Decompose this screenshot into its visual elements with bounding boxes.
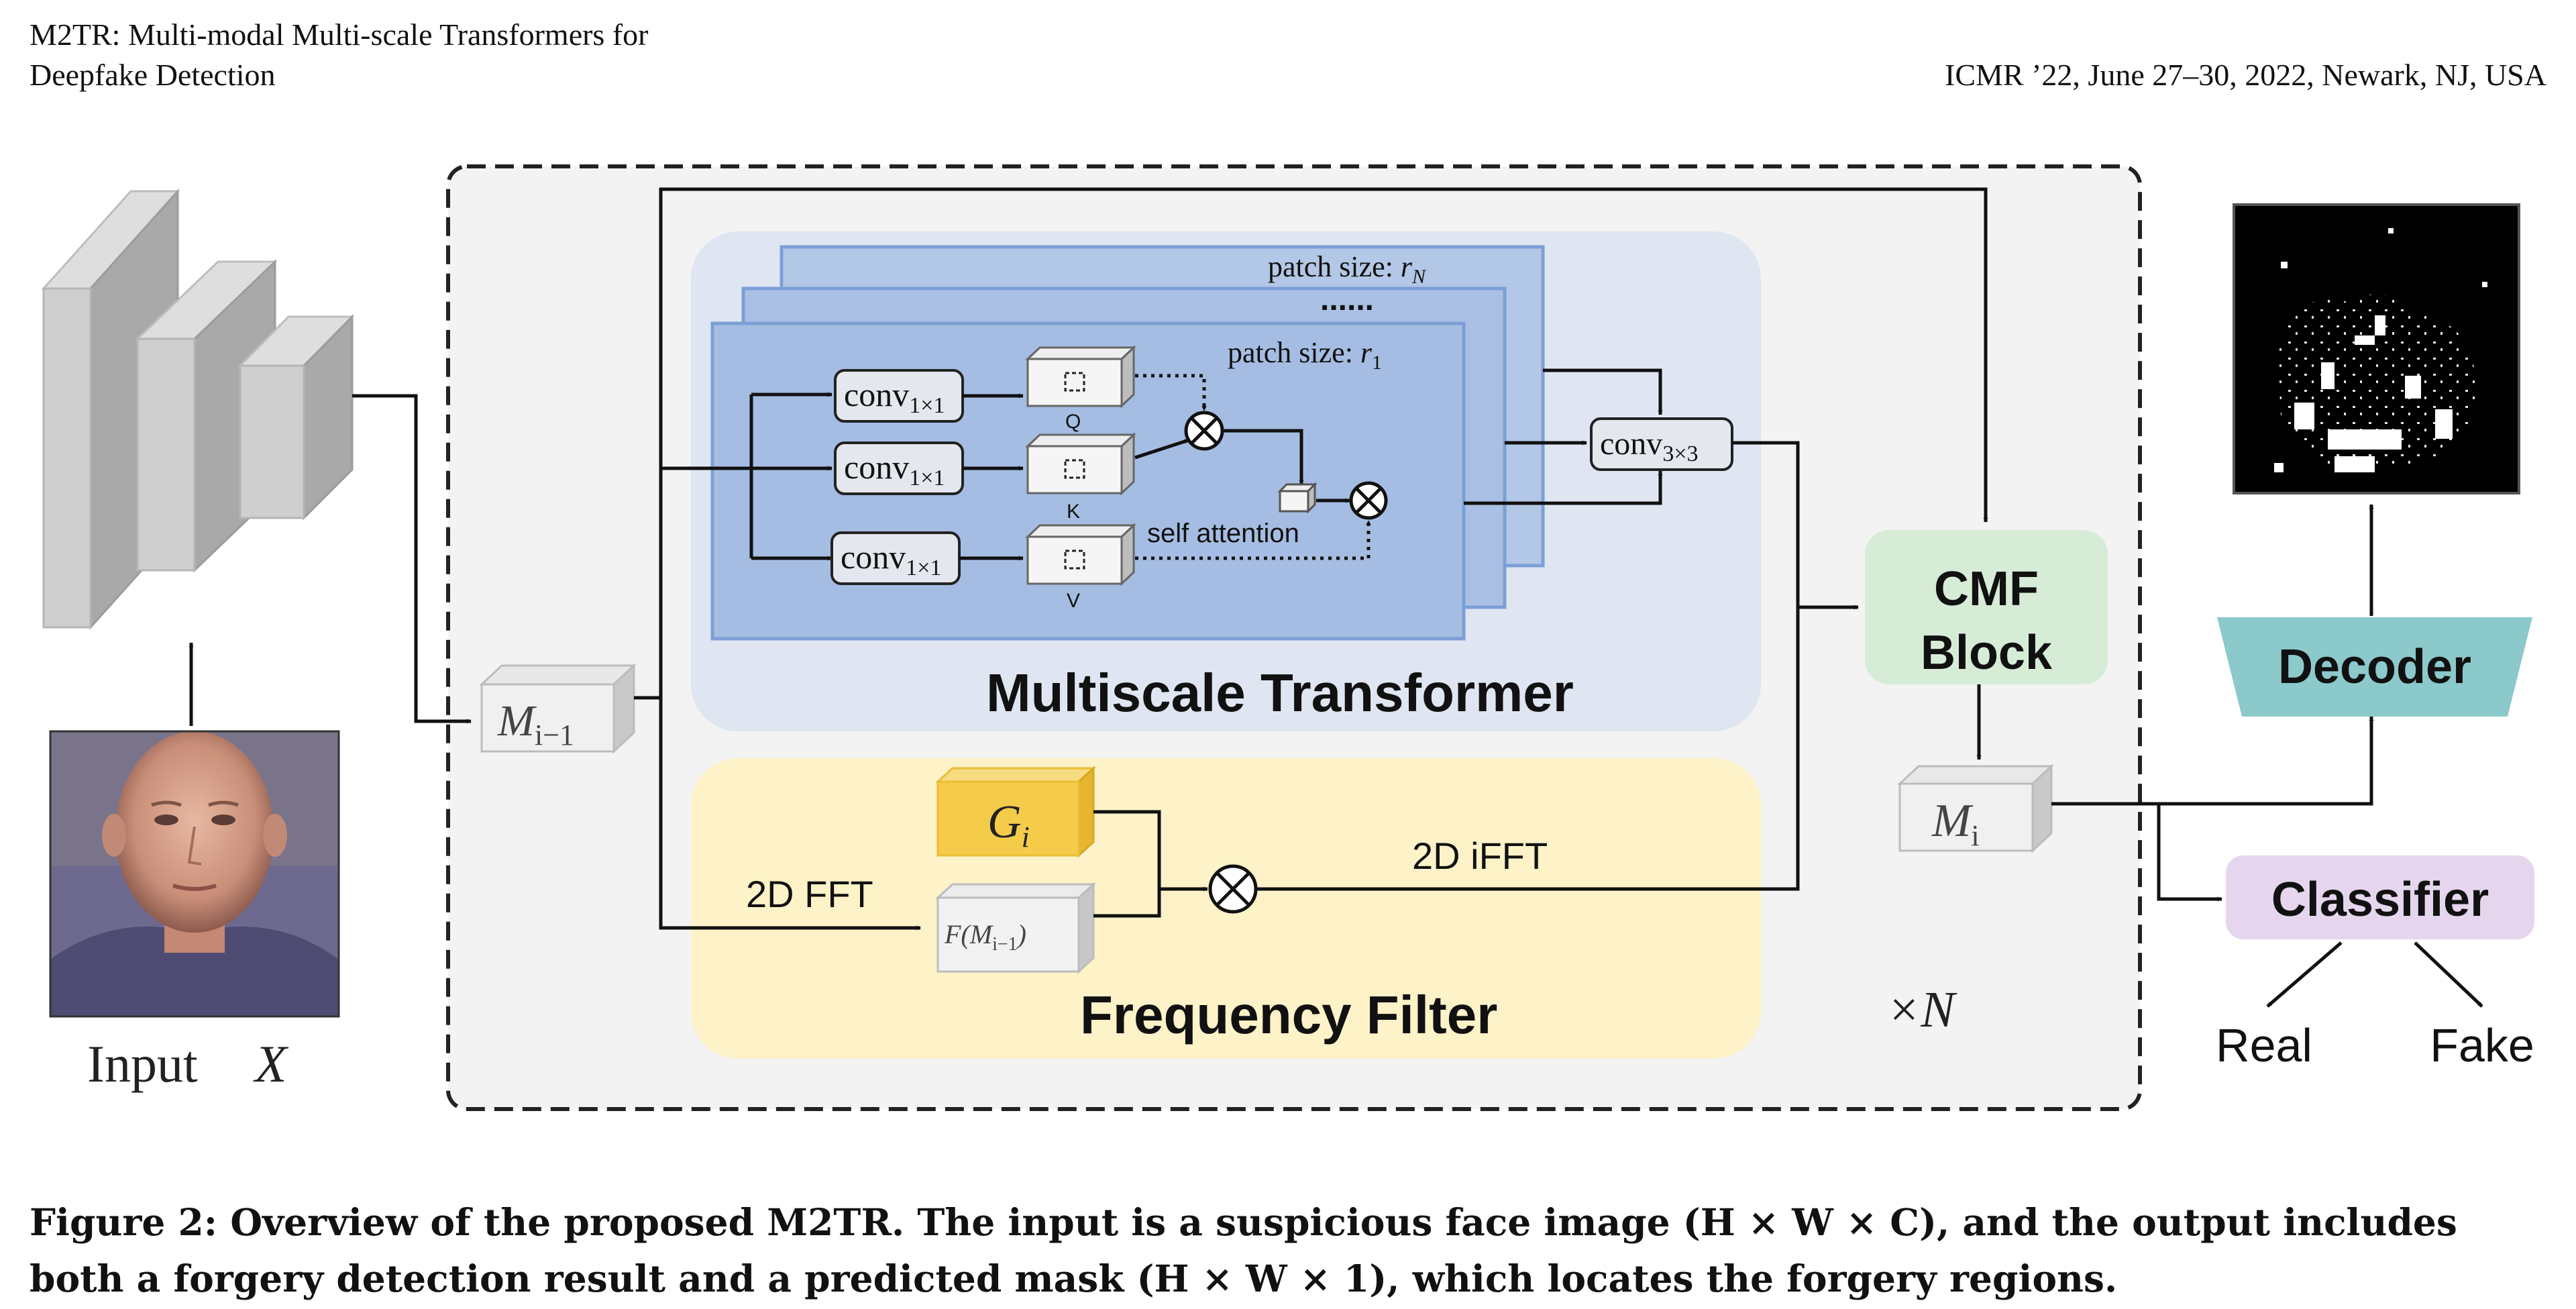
classifier-to-real-arrow — [2266, 941, 2343, 1008]
skip-connection-line — [634, 187, 1988, 700]
cmf-block: CMF Block — [1865, 530, 2108, 684]
input-label: Input — [87, 1035, 198, 1093]
svg-text:conv1×1: conv1×1 — [841, 538, 941, 580]
input-face-image — [49, 730, 340, 1018]
conv3x3-box: conv3×3 — [1590, 417, 1733, 471]
svg-text:Mi−1: Mi−1 — [497, 696, 574, 751]
architecture-diagram: Input X Mi−1 patch size: rN ...... patch… — [41, 164, 2534, 1111]
k-label: K — [1067, 501, 1080, 523]
frequency-multiply — [1208, 864, 1258, 914]
svg-text:F(Mi−1): F(Mi−1) — [944, 919, 1026, 955]
figure-caption: Figure 2: Overview of the proposed M2TR.… — [30, 1200, 2457, 1300]
self-attention-label: self attention — [1147, 519, 1299, 548]
fake-label: Fake — [2430, 1019, 2534, 1071]
cnn-backbone — [41, 189, 355, 630]
running-header-venue: ICMR ’22, June 27–30, 2022, Newark, NJ, … — [1945, 58, 2546, 92]
predicted-mask-image — [2233, 203, 2520, 494]
conv-k-box: conv1×1 — [834, 441, 964, 495]
fft-feature-to-multiply — [1093, 889, 1161, 918]
svg-text:Classifier: Classifier — [2271, 873, 2489, 927]
svg-text:conv1×1: conv1×1 — [844, 448, 945, 490]
patch-size-r1-label: patch size: r1 — [1228, 336, 1382, 374]
patch-ellipsis: ...... — [1320, 282, 1374, 317]
multiply-to-attention-map — [1222, 429, 1304, 485]
real-label: Real — [2216, 1019, 2312, 1071]
input-symbol: X — [253, 1035, 289, 1093]
ifft-label: 2D iFFT — [1412, 835, 1548, 877]
svg-text:conv1×1: conv1×1 — [844, 376, 945, 418]
attention-multiply-1 — [1184, 411, 1224, 451]
scale-1-to-conv3 — [1464, 470, 1663, 505]
decoder-block: Decoder — [2217, 617, 2532, 717]
feature-m-i: Mi — [1897, 764, 2054, 853]
key-cuboid — [1025, 432, 1136, 496]
attention-multiply-2 — [1349, 481, 1388, 520]
running-header-line-2: Deepfake Detection — [30, 58, 276, 92]
fft-label: 2D FFT — [746, 873, 873, 915]
attention-map-cuboid — [1277, 482, 1318, 514]
classifier-to-fake-arrow — [2414, 941, 2483, 1008]
conv3-to-cmf-line — [1732, 441, 1800, 607]
query-cuboid — [1025, 345, 1136, 409]
svg-text:Mi: Mi — [1931, 795, 1980, 852]
svg-text:Block: Block — [1921, 626, 2053, 680]
frequency-filter-title: Frequency Filter — [1080, 985, 1497, 1045]
classifier-block: Classifier — [2226, 855, 2534, 939]
patch-size-rn-label: patch size: rN — [1268, 250, 1427, 288]
k-to-multiply-arrow — [1134, 438, 1189, 460]
backbone-block-3 — [237, 314, 355, 521]
times-n-label: ×N — [1886, 982, 1957, 1038]
gi-filter-cuboid: Gi — [935, 766, 1096, 858]
running-header-title: M2TR: Multi-modal Multi-scale Transforme… — [30, 15, 648, 95]
svg-text:Gi: Gi — [987, 796, 1030, 853]
q-label: Q — [1065, 411, 1081, 433]
ifft-to-cmf-line — [1256, 605, 1859, 891]
fft-feature-cuboid: F(Mi−1) — [935, 882, 1096, 974]
svg-text:conv3×3: conv3×3 — [1600, 426, 1699, 466]
v-to-multiply-dotted — [1135, 520, 1371, 560]
running-header-line-1: M2TR: Multi-modal Multi-scale Transforme… — [30, 17, 649, 52]
v-label: V — [1067, 590, 1080, 612]
backbone-to-mprev-arrow — [352, 394, 472, 724]
svg-text:Decoder: Decoder — [2278, 640, 2471, 694]
scale-n-to-conv3 — [1543, 368, 1663, 415]
conv-q-box: conv1×1 — [834, 369, 964, 423]
feature-m-prev: Mi−1 — [479, 663, 637, 754]
conv-v-box: conv1×1 — [830, 531, 961, 585]
svg-text:CMF: CMF — [1934, 562, 2039, 616]
value-cuboid — [1025, 523, 1136, 586]
mprev-to-fft-arrow — [659, 698, 921, 931]
mi-to-classifier-arrow — [2157, 804, 2222, 902]
multiscale-transformer-title: Multiscale Transformer — [986, 663, 1574, 723]
gi-to-multiply — [1093, 810, 1208, 892]
